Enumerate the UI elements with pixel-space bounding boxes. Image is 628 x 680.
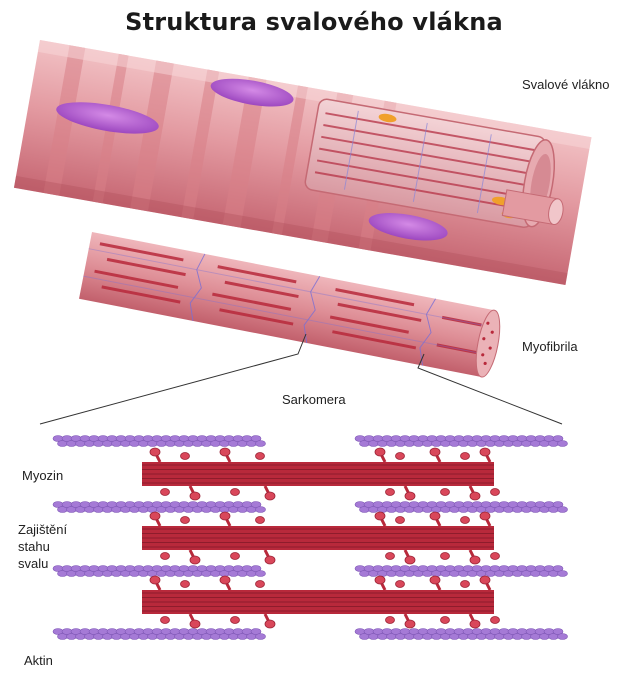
- zoom-lines: [39, 333, 563, 425]
- actin-filament: [354, 501, 568, 513]
- muscle-fiber-label: Svalové vlákno: [522, 77, 610, 92]
- myosin-label: Myozin: [22, 468, 64, 483]
- myosin-filament: [142, 511, 500, 565]
- contraction-label: Zajištění stahu svalu: [18, 522, 68, 571]
- nucleus: [210, 78, 294, 107]
- actin-filament: [52, 628, 266, 640]
- nucleus: [56, 102, 159, 134]
- myofibril-illustration: [39, 232, 563, 425]
- myosin-filament: [142, 447, 500, 501]
- actin-filament: [354, 628, 568, 640]
- nucleus: [368, 213, 448, 241]
- actin-filament: [354, 435, 568, 447]
- page-title: Struktura svalového vlákna: [125, 8, 503, 36]
- actin-label: Aktin: [24, 653, 53, 668]
- actin-filament: [354, 565, 568, 577]
- actin-filament: [52, 565, 266, 577]
- sarcomere-illustration: [52, 435, 568, 640]
- actin-filament: [52, 435, 266, 447]
- myosin-filament: [142, 575, 500, 629]
- actin-filament: [52, 501, 266, 513]
- myofibril-label: Myofibrila: [522, 339, 578, 354]
- sarcomere-label: Sarkomera: [282, 392, 346, 407]
- muscle-fiber-illustration: [13, 40, 592, 285]
